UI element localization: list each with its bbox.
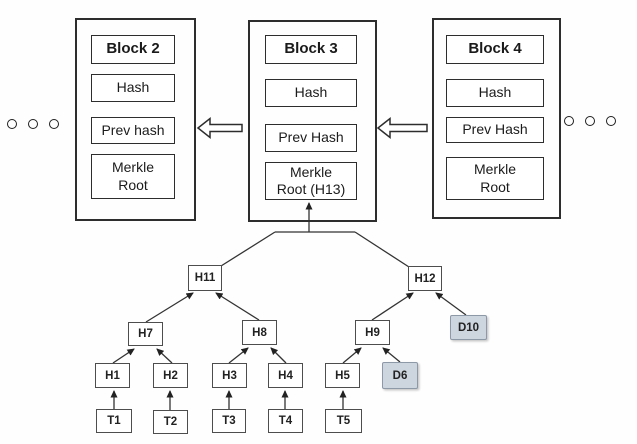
merkle-root-label: Merkle Root <box>473 161 516 195</box>
tree-node-T4: T4 <box>268 409 303 433</box>
edge-H4-H8 <box>270 347 287 364</box>
block-title: Block 3 <box>265 35 357 64</box>
block-field-prev-hash: Prev hash <box>91 117 175 144</box>
tree-node-T5: T5 <box>325 409 362 433</box>
tree-node-H1: H1 <box>95 363 130 388</box>
edge-H9-H12 <box>371 292 414 321</box>
edge-H12-junction <box>354 231 410 268</box>
tree-node-H9: H9 <box>355 320 390 345</box>
ellipsis-dot <box>49 119 59 129</box>
block-field-prev-hash: Prev Hash <box>446 117 544 143</box>
edge-H5-H9 <box>342 347 362 364</box>
edge-D10-H12 <box>435 292 467 316</box>
block-3-container: Block 3 Hash Prev Hash Merkle Root (H13) <box>248 20 377 222</box>
block-field-hash: Hash <box>91 74 175 102</box>
block-field-merkle-root: Merkle Root <box>446 157 544 200</box>
tree-node-D6: D6 <box>382 362 418 389</box>
inter-block-arrow-right <box>376 116 428 140</box>
ellipsis-dot <box>7 119 17 129</box>
edge-H1-H7 <box>112 348 135 364</box>
edge-H2-H7 <box>156 348 173 364</box>
block-field-merkle-root: Merkle Root <box>91 154 175 199</box>
tree-node-H11: H11 <box>188 265 222 291</box>
block-field-merkle-root: Merkle Root (H13) <box>265 162 357 200</box>
merkle-root-label: Merkle Root <box>111 159 154 193</box>
tree-node-H4: H4 <box>268 363 303 388</box>
tree-node-H8: H8 <box>242 320 277 345</box>
block-field-hash: Hash <box>446 79 544 107</box>
inter-block-arrow-left <box>196 116 243 140</box>
tree-node-T2: T2 <box>153 410 188 434</box>
edge-H11-junction <box>220 231 276 267</box>
edge-H7-H11 <box>145 292 194 323</box>
block-title: Block 2 <box>91 35 175 64</box>
tree-node-H12: H12 <box>408 266 442 291</box>
block-4-container: Block 4 Hash Prev Hash Merkle Root <box>432 18 561 219</box>
edge-D6-H9 <box>382 347 401 363</box>
block-field-hash: Hash <box>265 79 357 107</box>
tree-node-H2: H2 <box>153 363 188 388</box>
tree-node-H5: H5 <box>325 363 360 388</box>
tree-node-D10: D10 <box>450 315 487 340</box>
edge-H3-H8 <box>228 347 249 364</box>
tree-node-H7: H7 <box>128 322 163 346</box>
edge-H8-H11 <box>215 292 260 321</box>
tree-node-T1: T1 <box>96 409 132 433</box>
tree-node-T3: T3 <box>212 409 246 433</box>
ellipsis-dot <box>564 116 574 126</box>
block-title: Block 4 <box>446 35 544 64</box>
tree-node-H3: H3 <box>212 363 247 388</box>
block-2-container: Block 2 Hash Prev hash Merkle Root <box>75 18 196 221</box>
ellipsis-dot <box>28 119 38 129</box>
ellipsis-dot <box>606 116 616 126</box>
ellipsis-dot <box>585 116 595 126</box>
block-field-prev-hash: Prev Hash <box>265 124 357 152</box>
merkle-root-label: Merkle Root (H13) <box>276 163 346 198</box>
